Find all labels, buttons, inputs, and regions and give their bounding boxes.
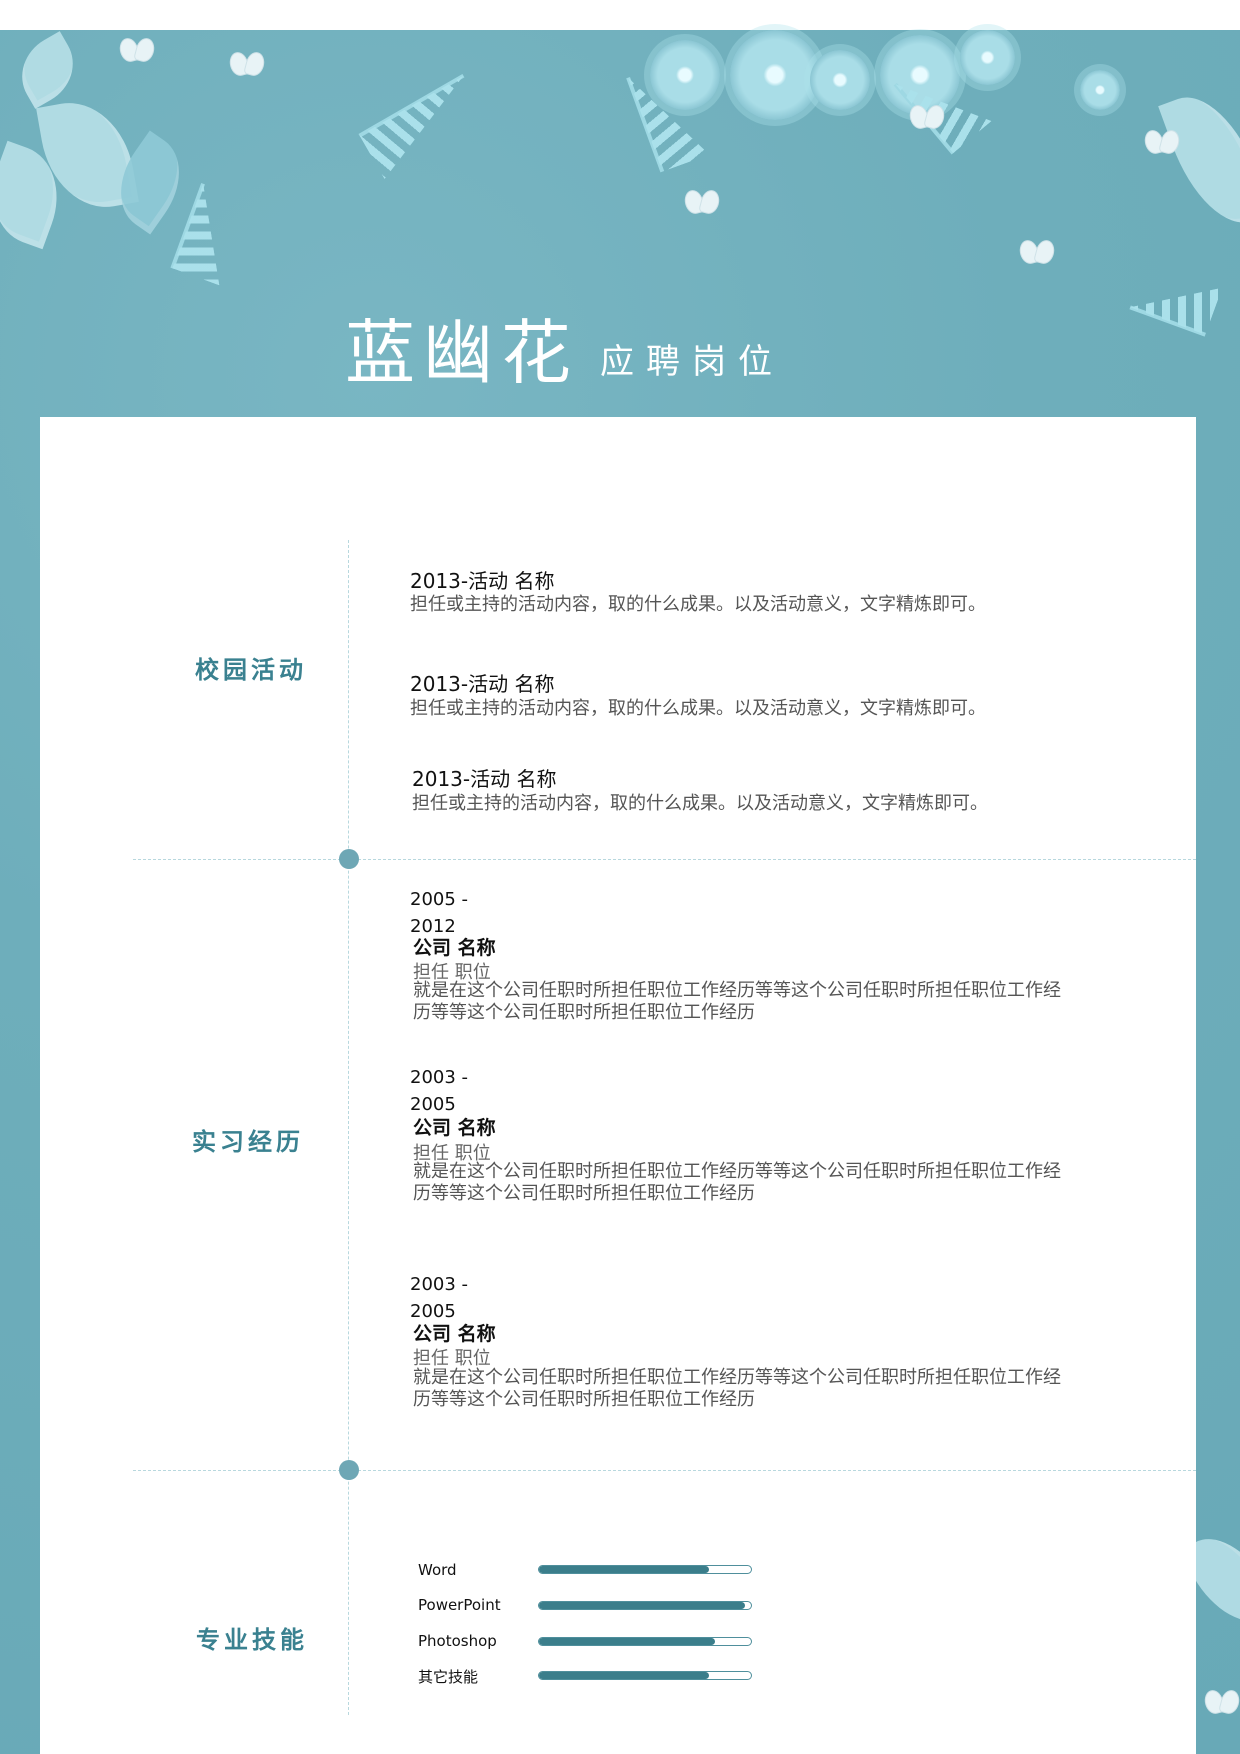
- timeline-vertical-line: [348, 540, 349, 1715]
- flower-decoration: [730, 30, 820, 120]
- resume-card: [40, 417, 1196, 1754]
- activity-title: 2013-活动 名称: [410, 569, 555, 593]
- timeline-node: [339, 1460, 359, 1480]
- activity-title: 2013-活动 名称: [412, 767, 557, 791]
- skill-bar: [538, 1601, 752, 1610]
- experience-company: 公司 名称: [413, 937, 496, 959]
- flower-decoration: [810, 50, 870, 110]
- fern-decoration: [170, 183, 215, 273]
- flower-decoration: [960, 30, 1015, 85]
- section-title-internship: 实习经历: [192, 1128, 304, 1156]
- experience-role: 担任 职位: [413, 1143, 491, 1164]
- butterfly-decoration: [685, 190, 719, 214]
- butterfly-decoration: [910, 105, 944, 129]
- butterfly-decoration: [120, 38, 154, 62]
- experience-desc: 就是在这个公司任职时所担任职位工作经历等等这个公司任职时所担任职位工作经历等等这…: [413, 1161, 1061, 1204]
- experience-date: 2003 - 2005: [410, 1067, 469, 1115]
- activity-desc: 担任或主持的活动内容，取的什么成果。以及活动意义，文字精炼即可。: [410, 594, 986, 615]
- skill-bar: [538, 1671, 752, 1680]
- leaf-decoration: [1158, 82, 1240, 238]
- section-divider: [133, 859, 1196, 860]
- experience-company: 公司 名称: [413, 1323, 496, 1345]
- skill-label: Word: [418, 1561, 457, 1579]
- section-title-skills: 专业技能: [196, 1626, 308, 1654]
- experience-desc: 就是在这个公司任职时所担任职位工作经历等等这个公司任职时所担任职位工作经历等等这…: [413, 1367, 1061, 1410]
- experience-role: 担任 职位: [413, 1348, 491, 1369]
- skill-bar: [538, 1637, 752, 1646]
- flower-decoration: [650, 40, 720, 110]
- skill-bar-fill: [539, 1602, 745, 1609]
- experience-date: 2005 - 2012: [410, 889, 469, 937]
- fern-decoration: [1129, 296, 1210, 337]
- butterfly-decoration: [1020, 240, 1054, 264]
- flower-decoration: [1080, 70, 1120, 110]
- skill-label: Photoshop: [418, 1632, 497, 1650]
- butterfly-decoration: [1205, 1690, 1239, 1714]
- activity-desc: 担任或主持的活动内容，取的什么成果。以及活动意义，文字精炼即可。: [410, 698, 986, 719]
- skill-label: PowerPoint: [418, 1596, 501, 1614]
- section-divider: [133, 1470, 1196, 1471]
- skill-bar-fill: [539, 1566, 709, 1573]
- candidate-name: 蓝幽花: [345, 312, 579, 394]
- timeline-node: [339, 849, 359, 869]
- applied-position: 应聘岗位: [600, 342, 784, 382]
- skill-label: 其它技能: [418, 1668, 479, 1686]
- fern-decoration: [358, 73, 470, 147]
- butterfly-decoration: [1145, 130, 1179, 154]
- skill-bar: [538, 1565, 752, 1574]
- experience-desc: 就是在这个公司任职时所担任职位工作经历等等这个公司任职时所担任职位工作经历等等这…: [413, 980, 1061, 1023]
- activity-title: 2013-活动 名称: [410, 672, 555, 696]
- section-title-campus: 校园活动: [195, 656, 307, 684]
- skill-bar-fill: [539, 1672, 709, 1679]
- activity-desc: 担任或主持的活动内容，取的什么成果。以及活动意义，文字精炼即可。: [412, 793, 988, 814]
- butterfly-decoration: [230, 52, 264, 76]
- experience-company: 公司 名称: [413, 1117, 496, 1139]
- experience-role: 担任 职位: [413, 962, 491, 983]
- experience-date: 2003 - 2005: [410, 1274, 469, 1322]
- leaf-decoration: [7, 31, 88, 109]
- skill-bar-fill: [539, 1638, 715, 1645]
